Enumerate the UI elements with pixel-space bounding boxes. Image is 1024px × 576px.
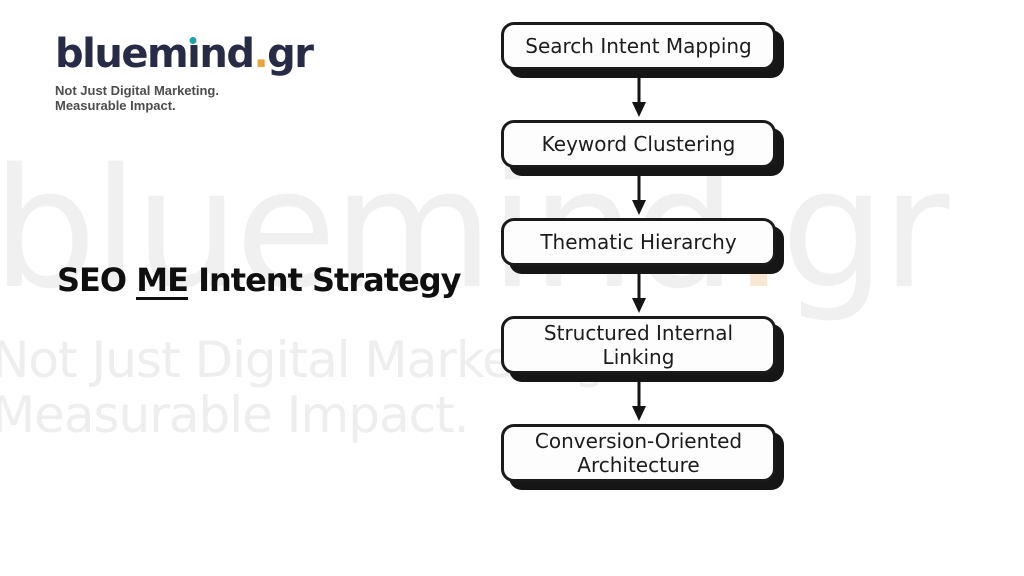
- logo-part1: bluem: [55, 31, 189, 77]
- flow-step-conversion-oriented-architecture: Conversion-Oriented Architecture: [501, 424, 776, 482]
- title-underlined-word: ME: [136, 261, 189, 300]
- logo-part2: nd: [199, 31, 255, 77]
- page-title: SEO ME Intent Strategy: [57, 261, 461, 300]
- flow-step-label: Conversion-Oriented Architecture: [534, 429, 743, 477]
- logo-orange-dot: .: [253, 31, 268, 77]
- watermark-brand-tld: gr: [781, 133, 950, 325]
- logo-part3: gr: [267, 31, 314, 77]
- logo-tagline-line1: Not Just Digital Marketing.: [55, 83, 219, 98]
- logo-i-stem: ı: [187, 31, 201, 77]
- flowchart: Search Intent Mapping Keyword Clustering…: [501, 22, 776, 482]
- arrow-down-icon: [631, 73, 646, 117]
- title-prefix: SEO: [57, 261, 127, 299]
- logo-i-teal-dot: [189, 37, 197, 44]
- flow-arrow-4: [630, 374, 648, 424]
- arrow-down-icon: [631, 171, 646, 215]
- logo-letter-i: ı: [187, 31, 201, 77]
- flow-step-label: Search Intent Mapping: [525, 34, 752, 58]
- arrow-down-icon: [631, 377, 646, 421]
- flow-step-keyword-clustering: Keyword Clustering: [501, 120, 776, 168]
- flow-arrow-3: [630, 266, 648, 316]
- flow-step-label: Keyword Clustering: [541, 132, 736, 156]
- flow-step-search-intent-mapping: Search Intent Mapping: [501, 22, 776, 70]
- flow-step-label: Thematic Hierarchy: [540, 230, 737, 254]
- arrow-down-icon: [631, 269, 646, 313]
- flow-step-structured-internal-linking: Structured Internal Linking: [501, 316, 776, 374]
- flow-arrow-1: [630, 70, 648, 120]
- title-suffix: Intent Strategy: [198, 261, 461, 299]
- flow-step-thematic-hierarchy: Thematic Hierarchy: [501, 218, 776, 266]
- flow-arrow-2: [630, 168, 648, 218]
- logo-tagline: Not Just Digital Marketing. Measurable I…: [55, 83, 313, 113]
- logo-tagline-line2: Measurable Impact.: [55, 98, 176, 113]
- watermark-tagline-line2: Measurable Impact.: [0, 386, 470, 444]
- flow-step-label: Structured Internal Linking: [543, 321, 734, 369]
